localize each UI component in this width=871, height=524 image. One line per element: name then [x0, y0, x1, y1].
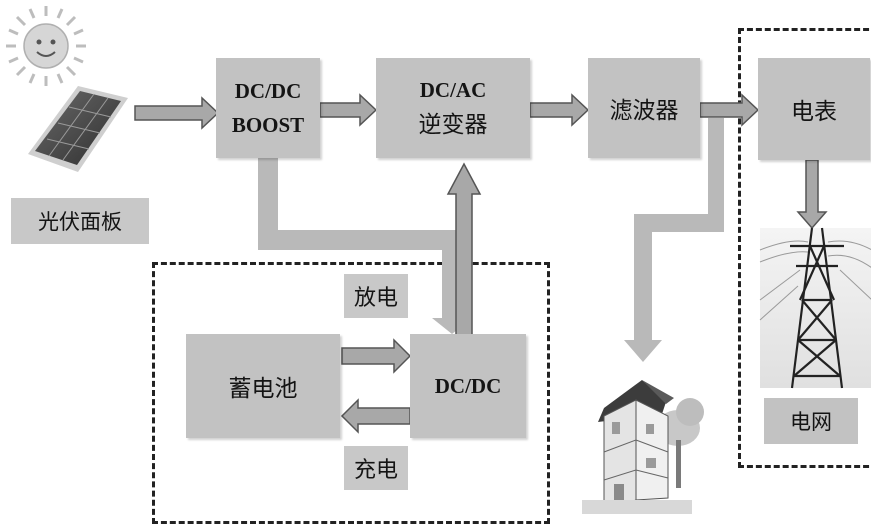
inverter-box-line2: 逆变器: [418, 112, 488, 138]
sun-icon: [6, 6, 86, 86]
power-tower-icon: [759, 227, 871, 389]
arrow-meter-to-grid: [796, 159, 828, 230]
arrow-filter-to-meter: [699, 93, 760, 127]
arrow-filter-to-house: [624, 118, 724, 362]
boost-box-line2: BOOST: [231, 113, 305, 137]
meter-box-label: 电表: [791, 99, 837, 125]
inverter-box: DC/AC 逆变器: [376, 58, 530, 158]
dcdc-box: DC/DC: [410, 334, 526, 438]
battery-box-label: 蓄电池: [228, 376, 298, 402]
arrow-boost-to-inverter: [319, 93, 378, 127]
filter-box-label: 滤波器: [609, 98, 679, 124]
arrow-inverter-to-filter: [529, 93, 590, 127]
arrow-charge: [340, 398, 411, 434]
meter-box: 电表: [758, 58, 870, 160]
dcdc-box-label: DC/DC: [434, 374, 502, 398]
charge-label: 充电: [344, 446, 408, 490]
grid-group-outline: [738, 28, 871, 468]
inverter-box-line1: DC/AC: [419, 78, 487, 102]
arrow-dcdc-to-inverter: [446, 162, 482, 337]
battery-box: 蓄电池: [186, 334, 340, 438]
grid-label: 电网: [764, 398, 858, 444]
arrow-boost-to-dcdc: [258, 158, 472, 334]
filter-box: 滤波器: [588, 58, 700, 158]
arrow-panel-to-boost: [134, 96, 220, 130]
boost-box-line1: DC/DC: [234, 79, 302, 103]
discharge-label: 放电: [344, 274, 408, 318]
solar-panel-icon: [28, 86, 128, 172]
house-icon: [582, 380, 704, 514]
pv-panel-label: 光伏面板: [11, 198, 149, 244]
dcdc-boost-box: DC/DC BOOST: [216, 58, 320, 158]
arrow-discharge: [341, 338, 412, 374]
